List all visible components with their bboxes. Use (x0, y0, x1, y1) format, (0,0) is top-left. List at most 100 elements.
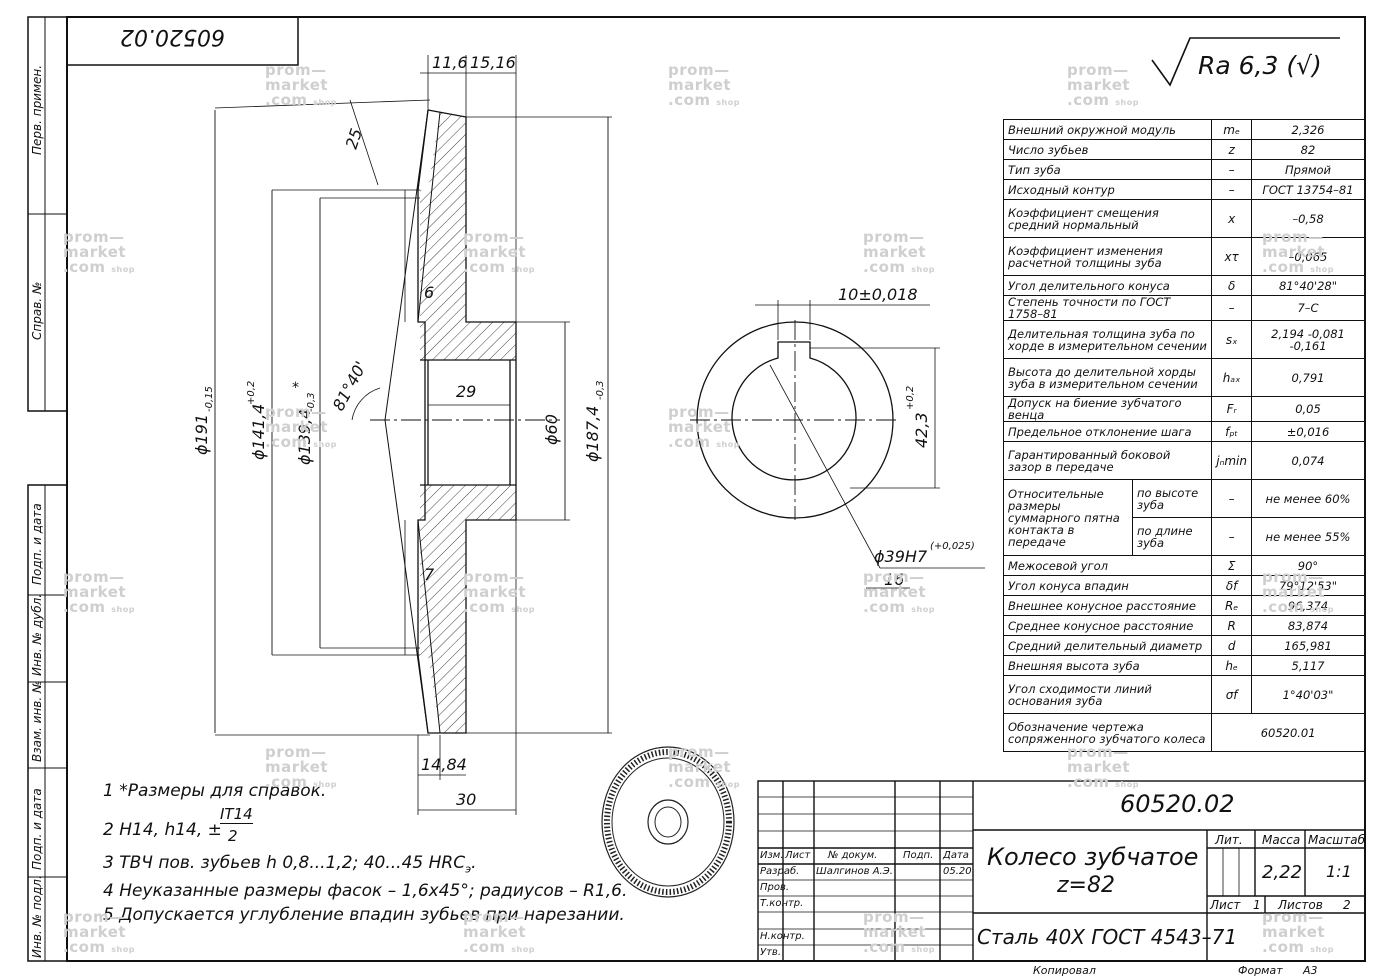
hdr-doc: № докум. (828, 850, 878, 861)
watermark: prom—market.com shop (63, 910, 135, 957)
dim-key-depth: 42,3 (912, 412, 931, 448)
param-value: 0,791 (1251, 358, 1365, 397)
watermark-line: .com shop (463, 600, 535, 617)
param-name: Внешнее конусное расстояние (1002, 595, 1213, 616)
param-name: Коэффициент смещения средний нормальный (1002, 199, 1213, 238)
title-material: Сталь 40Х ГОСТ 4543–71 (977, 925, 1238, 949)
watermark: prom—market.com shop (63, 570, 135, 617)
watermark-shop: shop (511, 605, 535, 614)
param-name: Тип зуба (1002, 159, 1213, 180)
watermark-com: .com (1262, 258, 1305, 276)
sheet-value: 1 (1253, 898, 1261, 912)
param-value: 60520.01 (1211, 713, 1365, 752)
watermark-shop: shop (313, 98, 337, 107)
note-2-fraction-top: IT14 (220, 805, 253, 824)
param-value: –0,065 (1251, 237, 1365, 276)
watermark-line: prom— (863, 228, 925, 246)
note-3: 3 ТВЧ пов. зубьев h 0,8...1,2; 40...45 H… (103, 853, 477, 875)
roughness-value: Ra 6,3 (√) (1198, 51, 1322, 80)
dim-14-84: 14,84 (421, 755, 467, 774)
watermark-line: prom— (265, 403, 327, 421)
watermark-com: .com (265, 773, 308, 791)
watermark-com: .com (463, 598, 506, 616)
watermark: prom—market.com shop (463, 910, 535, 957)
param-name: Высота до делительной хорды зуба в измер… (1002, 358, 1213, 397)
param-symbol: σf (1211, 675, 1252, 714)
param-name: Предельное отклонение шага (1002, 421, 1213, 442)
watermark: prom—market.com shop (668, 405, 740, 452)
watermark-line: market (265, 418, 329, 436)
watermark: prom—market.com shop (1067, 63, 1139, 110)
param-name: Число зубьев (1002, 139, 1213, 160)
note-4: 4 Неуказанные размеры фасок – 1,6х45°; р… (103, 881, 628, 901)
stamp-number: 60520.02 (120, 24, 225, 49)
note-5: 5 Допускается углубление впадин зубьев п… (103, 905, 625, 925)
param-value: 79°12'53" (1251, 575, 1365, 596)
dim-139-tol: -0,3 (306, 392, 317, 412)
dim-60: ϕ60 (542, 414, 561, 445)
param-value: 83,874 (1251, 615, 1365, 636)
watermark-line: prom— (668, 403, 730, 421)
watermark-com: .com (463, 258, 506, 276)
watermark-line: prom— (63, 908, 125, 926)
param-value: 2,326 (1251, 119, 1365, 140)
watermark-com: .com (1067, 91, 1110, 109)
developer-date: 05.20 (943, 866, 972, 877)
dim-chamfer: 16 (884, 570, 904, 589)
param-value: 1°40'03" (1251, 675, 1365, 714)
param-symbol: – (1211, 159, 1252, 180)
watermark-shop: shop (111, 605, 135, 614)
watermark-line: .com shop (863, 940, 935, 957)
watermark-shop: shop (716, 440, 740, 449)
watermark-line: prom— (463, 228, 525, 246)
watermark-shop: shop (716, 780, 740, 789)
dim-187-tol: -0,3 (595, 380, 606, 400)
sheet-label: Лист (1210, 898, 1241, 912)
param-name: Гарантированный боковой зазор в передаче (1002, 441, 1213, 480)
watermark-line: .com shop (1067, 775, 1139, 792)
param-name: Внешний окружной модуль (1002, 119, 1213, 140)
dim-29: 29 (456, 382, 476, 401)
watermark-line: prom— (463, 908, 525, 926)
watermark-shop: shop (1310, 605, 1334, 614)
watermark-line: .com shop (863, 260, 935, 277)
note-2: 2 H14, h14, ± (103, 820, 222, 840)
param-symbol: fₚₜ (1211, 421, 1252, 442)
param-name: Делительная толщина зуба по хорде в изме… (1002, 320, 1213, 359)
watermark-line: .com shop (265, 775, 337, 792)
watermark: prom—market.com shop (265, 405, 337, 452)
watermark-line: prom— (1262, 568, 1324, 586)
watermark-line: prom— (863, 568, 925, 586)
hdr-izm: Изм. (760, 850, 784, 861)
role-tkontr: Т.контр. (760, 898, 804, 909)
param-row: Высота до делительной хорды зуба в измер… (1002, 358, 1365, 397)
watermark-line: market (668, 418, 732, 436)
hdr-podp: Подп. (903, 850, 934, 861)
watermark-line: market (463, 583, 527, 601)
param-value: –0,58 (1251, 199, 1365, 238)
dim-187: ϕ187,4 (583, 406, 602, 462)
param-name: Внешняя высота зуба (1002, 655, 1213, 676)
dim-6: 6 (424, 283, 434, 302)
param-symbol: R (1211, 615, 1252, 636)
watermark-line: prom— (668, 61, 730, 79)
param-symbol: – (1211, 479, 1252, 518)
param-name: Коэффициент изменения расчетной толщины … (1002, 237, 1213, 276)
side-label-sprav: Справ. № (30, 282, 44, 340)
watermark: prom—market.com shop (1262, 230, 1334, 277)
watermark-line: .com shop (863, 600, 935, 617)
side-label-inv-dubl: Инв. № дубл. (30, 594, 44, 676)
watermark-com: .com (463, 938, 506, 956)
param-name: Среднее конусное расстояние (1002, 615, 1213, 636)
role-nkontr: Н.контр. (760, 931, 805, 942)
watermark-line: .com shop (463, 940, 535, 957)
developer-name: Шалгинов А.Э. (816, 866, 893, 877)
title-number: 60520.02 (1120, 790, 1235, 818)
format-label: Формат (1238, 964, 1283, 977)
watermark-line: prom— (1067, 61, 1129, 79)
param-value: ГОСТ 13754–81 (1251, 179, 1365, 200)
